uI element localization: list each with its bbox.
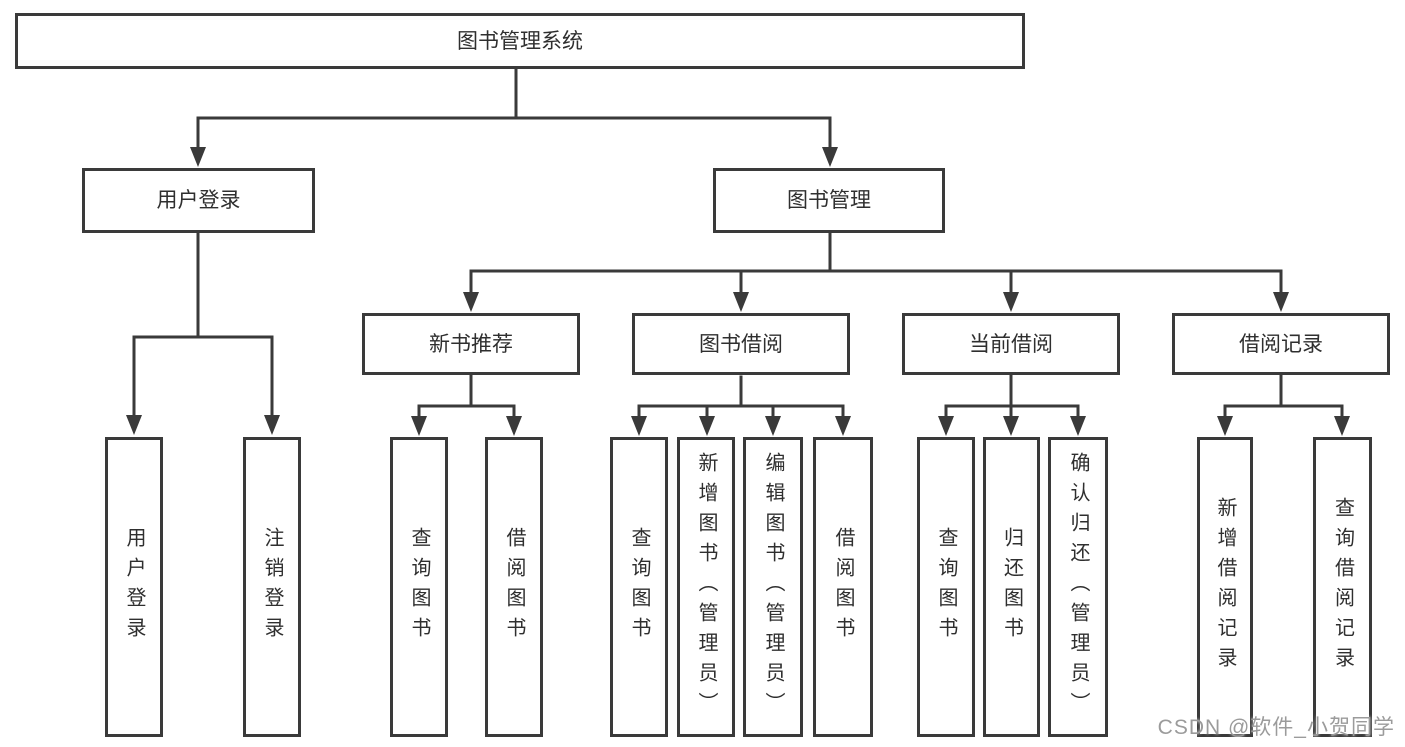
node-query-books-recommend: 查询图书	[390, 437, 448, 737]
connector-root-to-level2	[190, 67, 838, 167]
connector-book-borrow-branch	[631, 375, 851, 436]
node-user-login: 用户登录	[82, 168, 315, 233]
node-add-book-admin: 新增图书（管理员）	[677, 437, 735, 737]
csdn-watermark: CSDN @软件_小贺同学	[1157, 716, 1395, 739]
node-borrow-books-leaf: 借阅图书	[813, 437, 873, 737]
node-return-book: 归还图书	[983, 437, 1040, 737]
node-query-books-current: 查询图书	[917, 437, 975, 737]
node-user-login-leaf: 用户登录	[105, 437, 163, 737]
node-add-borrow-record: 新增借阅记录	[1197, 437, 1253, 737]
node-borrow-books-recommend: 借阅图书	[485, 437, 543, 737]
node-book-management: 图书管理	[713, 168, 945, 233]
connector-new-book-branch	[411, 373, 522, 436]
node-edit-book-admin: 编辑图书（管理员）	[743, 437, 803, 737]
connector-book-management-branch	[463, 231, 1289, 312]
connector-borrow-records-branch	[1217, 373, 1350, 436]
node-query-books-borrow: 查询图书	[610, 437, 668, 737]
node-book-borrow: 图书借阅	[632, 313, 850, 375]
node-borrow-records: 借阅记录	[1172, 313, 1390, 375]
node-query-borrow-record: 查询借阅记录	[1313, 437, 1372, 737]
node-confirm-return-admin: 确认归还（管理员）	[1048, 437, 1108, 737]
node-current-borrow: 当前借阅	[902, 313, 1120, 375]
connector-current-borrow-branch	[938, 373, 1086, 436]
node-logout-leaf: 注销登录	[243, 437, 301, 737]
node-new-book-recommend: 新书推荐	[362, 313, 580, 375]
node-library-system: 图书管理系统	[15, 13, 1025, 69]
connector-user-login-branch	[126, 231, 280, 435]
